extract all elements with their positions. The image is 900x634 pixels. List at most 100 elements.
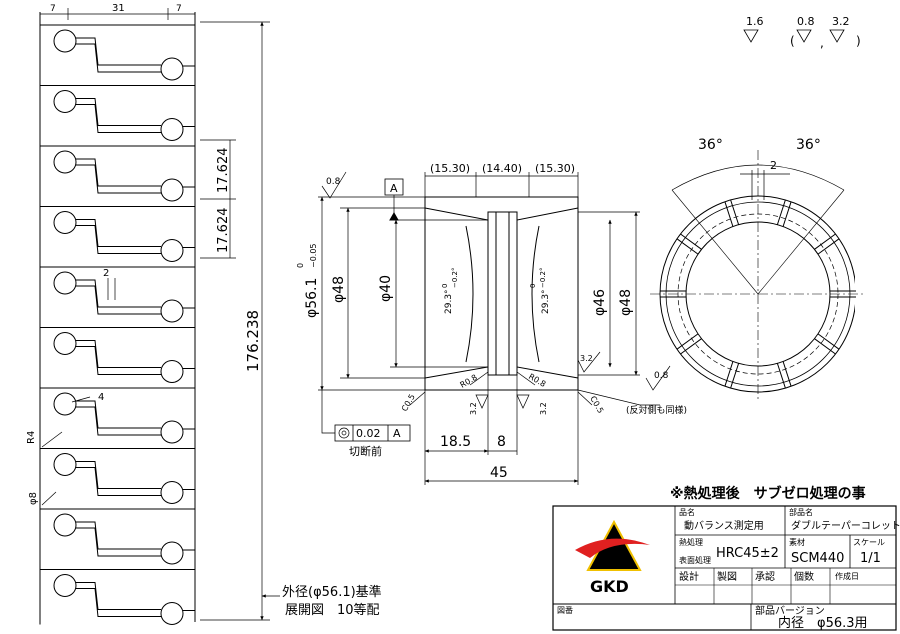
datum-a: A <box>390 182 398 195</box>
strip-slot-lower <box>76 588 161 617</box>
rough-legend-3: 3.2 <box>832 15 850 28</box>
end-slot <box>776 199 792 227</box>
dia-48-left: φ48 <box>331 276 347 303</box>
end-view-labels: 36° 36° 2 <box>698 137 821 172</box>
strip-cell <box>39 85 195 141</box>
end-slot <box>814 333 840 355</box>
heat-treatment-note: ※熱処理後 サブゼロ処理の事 <box>670 485 866 502</box>
strip-slot-upper <box>76 340 161 368</box>
strip-slot-upper <box>76 219 161 247</box>
dia-56-tol-lower: −0.05 <box>309 243 318 268</box>
tb-drawno-label: 図番 <box>557 605 573 615</box>
strip-slot-lower <box>76 467 161 496</box>
end-slot <box>660 290 686 298</box>
dim-pitch-upper: 17.624 <box>216 148 231 194</box>
gkd-logo: GKD <box>575 519 650 596</box>
strip-cell <box>39 569 195 625</box>
strip-slot-lower <box>76 225 161 254</box>
tb-design-label: 設計 <box>679 570 699 583</box>
strip-slot-upper <box>76 461 161 489</box>
tb-scale-label: スケール <box>853 538 885 547</box>
end-slot <box>676 333 702 355</box>
angle-left: 29.3° <box>444 289 454 314</box>
angle-left-tol-lower: −0.2° <box>451 268 459 289</box>
rough-32-a: 3.2 <box>469 402 478 415</box>
strip-slot-lower <box>76 527 161 557</box>
strip-labels: 7 31 7 176.238 17.624 17.624 2 4 R4 φ8 外… <box>26 3 382 618</box>
end-slot-2: 2 <box>770 159 777 172</box>
tb-heat-value: HRC45±2 <box>716 546 779 561</box>
rough-paren-close: ) <box>856 34 861 48</box>
rough-32-c: 3.2 <box>580 354 593 363</box>
title-block <box>552 505 897 631</box>
rough-legend-2: 0.8 <box>797 15 815 28</box>
dim-slot-width: 2 <box>103 268 109 279</box>
dia-46: φ46 <box>592 289 608 316</box>
end-view <box>650 150 866 400</box>
dia-56-tol-upper: 0 <box>296 263 305 268</box>
tb-scale-value: 1/1 <box>860 551 881 566</box>
strip-hole-left <box>53 513 77 537</box>
logo-text: GKD <box>590 577 629 596</box>
strip-hole-left <box>53 392 77 416</box>
strip-cell <box>39 145 195 202</box>
strip-slot-lower <box>76 285 161 315</box>
rough-32-b: 3.2 <box>539 402 548 415</box>
end-view-slots <box>660 199 856 389</box>
strip-cell <box>39 266 195 323</box>
end-slot <box>724 199 740 227</box>
dia-48-right: φ48 <box>618 289 634 316</box>
tb-part-label: 部品名 <box>789 507 813 517</box>
dim-left-7: 7 <box>50 4 56 14</box>
dia-40: φ40 <box>378 275 394 302</box>
end-slot <box>814 233 840 255</box>
strip-hole-left <box>53 211 77 234</box>
strip-hole-left <box>53 332 77 355</box>
chain-dim-1: (15.30) <box>430 162 470 175</box>
dim-hole: φ8 <box>28 492 39 505</box>
chamfer-left: C0.5 <box>400 393 417 413</box>
strip-slot-upper <box>76 279 161 308</box>
strip-cell <box>39 24 195 81</box>
chamfer-right: C0.5 <box>588 395 605 415</box>
tb-material-label: 素材 <box>789 537 805 547</box>
strip-cell <box>39 448 195 504</box>
end-slot <box>676 233 702 255</box>
strip-hole-right <box>160 360 184 383</box>
strip-hole-right <box>160 299 184 323</box>
angle-left-tol-upper: 0 <box>441 284 449 288</box>
fcf-note: 切断前 <box>349 444 382 458</box>
strip-slot-lower <box>76 346 161 375</box>
end-angle-left: 36° <box>698 137 723 153</box>
tb-part-value: ダブルテーパーコレット <box>791 519 900 532</box>
tb-approve-label: 承認 <box>755 570 775 583</box>
strip-slot-upper <box>76 521 161 550</box>
strip-cell <box>39 508 195 565</box>
tb-material-value: SCM440 <box>791 551 844 566</box>
strip-hole-left <box>53 29 77 53</box>
end-slot <box>724 361 740 389</box>
len-8: 8 <box>497 434 506 450</box>
tb-version-value: 内径 φ56.3用 <box>778 615 868 631</box>
strip-hole-right <box>160 481 184 504</box>
strip-slot-upper <box>76 37 161 66</box>
angle-right-tol-upper: 0 <box>529 284 537 288</box>
rough-right-08: 0.8 <box>654 371 669 381</box>
section-labels: (15.30) (14.40) (15.30) A 0.8 φ56.1 0 −0… <box>296 162 687 481</box>
fillet-left: R0.8 <box>459 373 479 390</box>
fillet-right: R0.8 <box>527 372 547 389</box>
strip-slot-lower <box>76 406 161 436</box>
strip-hole-left <box>53 90 77 113</box>
dim-slot-4: 4 <box>98 392 104 403</box>
tb-product-label: 品名 <box>679 507 695 517</box>
strip-hole-right <box>160 541 184 565</box>
end-slot <box>776 361 792 389</box>
strip-cell <box>39 387 195 444</box>
tb-count-label: 個数 <box>794 570 814 583</box>
len-18-5: 18.5 <box>440 434 471 450</box>
strip-slot-upper <box>76 582 161 610</box>
dim-top-31: 31 <box>112 3 125 14</box>
strip-slot-lower <box>76 43 161 73</box>
strip-hole-right <box>160 178 184 202</box>
